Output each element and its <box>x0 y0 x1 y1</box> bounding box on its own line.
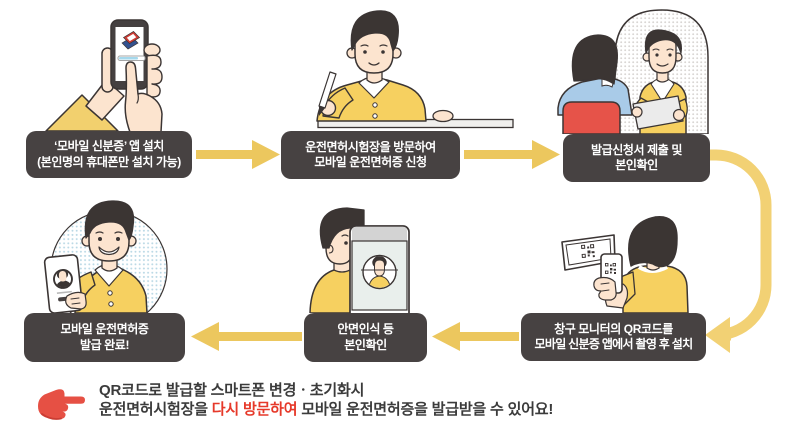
pointing-hand-icon <box>38 389 85 420</box>
footer-note: QR코드로 발급할 스마트폰 변경ㆍ초기화시 운전면허시험장을 다시 방문하여 … <box>99 381 553 419</box>
arrow-step2-to-step3 <box>464 140 560 169</box>
step-3-label-line2: 본인확인 <box>615 158 658 173</box>
illustration-submit-at-counter <box>557 9 709 134</box>
step-1-label-line1: ‘모바일 신분증’ 앱 설치 <box>54 139 164 154</box>
step-2-label: 운전면허시험장을 방문하여 모바일 운전면허증 신청 <box>281 131 460 179</box>
arrow-step1-to-step2 <box>196 140 280 169</box>
illustration-visit-and-apply <box>316 10 514 129</box>
illustration-license-issued <box>43 200 168 313</box>
step-3-label: 발급신청서 제출 및 본인확인 <box>563 134 710 182</box>
step-1-label-line2: (본인명의 휴대폰만 설치 가능) <box>37 154 181 169</box>
step-4-label: 창구 모니터의 QR코드를 모바일 신분증 앱에서 촬영 후 설치 <box>521 313 706 361</box>
footer-note-line2-before: 운전면허시험장을 <box>99 401 212 418</box>
step-2-label-line1: 운전면허시험장을 방문하여 <box>305 139 436 154</box>
step-5-label-line1: 안면인식 등 <box>337 322 394 337</box>
footer-note-line2: 운전면허시험장을 다시 방문하여 모바일 운전면허증을 발급받을 수 있어요! <box>99 400 553 419</box>
illustration-face-recognition <box>309 207 410 313</box>
app-logo-icon <box>121 31 141 50</box>
arrow-step3-to-step4 <box>705 149 772 353</box>
footer-note-line1: QR코드로 발급할 스마트폰 변경ㆍ초기화시 <box>99 382 365 399</box>
step-4-label-line2: 모바일 신분증 앱에서 촬영 후 설치 <box>534 337 694 352</box>
step-1-label: ‘모바일 신분증’ 앱 설치 (본인명의 휴대폰만 설치 가능) <box>26 131 192 178</box>
step-2-label-line2: 모바일 운전면허증 신청 <box>314 155 427 170</box>
illustration-scan-qr-code <box>561 216 689 313</box>
step-6-label-line1: 모바일 운전면허증 <box>60 322 149 337</box>
illustration-app-install <box>45 19 163 132</box>
step-5-label-line2: 본인확인 <box>344 337 387 352</box>
step-6-label-line2: 발급 완료! <box>79 337 130 352</box>
qr-code-on-monitor-icon <box>581 244 595 258</box>
step-5-label: 안면인식 등 본인확인 <box>304 313 427 362</box>
arrow-step5-to-step6 <box>191 322 302 351</box>
qr-code-on-phone-icon <box>605 263 616 274</box>
footer-note-line2-after: 모바일 운전면허증을 발급받을 수 있어요! <box>297 401 554 418</box>
step-6-label: 모바일 운전면허증 발급 완료! <box>24 313 185 362</box>
step-4-label-line1: 창구 모니터의 QR코드를 <box>554 321 673 336</box>
step-3-label-line1: 발급신청서 제출 및 <box>591 142 682 157</box>
footer-note-highlight: 다시 방문하여 <box>211 401 298 418</box>
arrow-step4-to-step5 <box>432 322 519 351</box>
